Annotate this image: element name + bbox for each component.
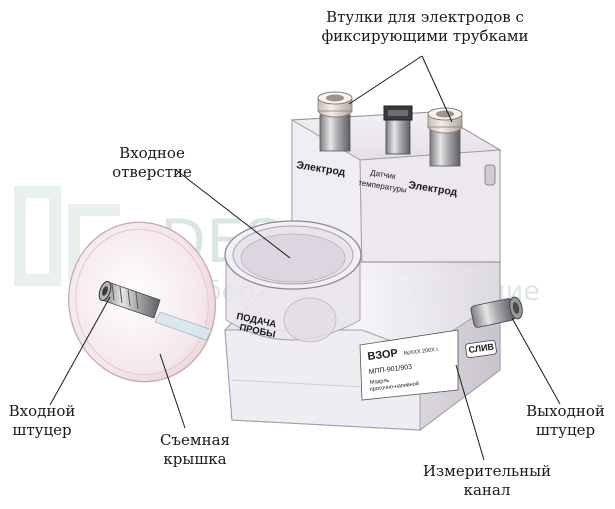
callout-bushings-line1: Втулки для электродов с (326, 8, 524, 26)
callout-outlet-fitting-line1: Выходной (526, 402, 605, 420)
label-drain: СЛИВ (468, 341, 495, 355)
callout-inlet-fitting-line2: штуцер (12, 421, 72, 439)
leader-outlet-fitting (511, 317, 561, 405)
temperature-sensor (383, 105, 413, 155)
plate-desc1: Модуль (370, 378, 390, 386)
callout-outlet-fitting: Выходной штуцер (518, 402, 613, 440)
callout-inlet-hole: Входное отверстие (102, 144, 202, 182)
plate-serial: №XXX 200X г. (404, 347, 441, 357)
callout-inlet-fitting-line1: Входной (8, 402, 76, 420)
leader-measuring-channel (455, 364, 485, 461)
leader-removable-cover (159, 353, 186, 429)
callout-inlet-hole-line1: Входное (119, 144, 185, 162)
callout-measuring-channel-line2: канал (463, 481, 511, 499)
callout-inlet-hole-line2: отверстие (112, 163, 192, 181)
callout-removable-cover-line2: крышка (163, 450, 227, 468)
callout-measuring-channel: Измерительный канал (412, 462, 562, 500)
bushing-right (427, 107, 463, 167)
callout-bushings-line2: фиксирующими трубками (321, 27, 529, 45)
outlet-fitting (470, 296, 523, 328)
callout-removable-cover-line1: Съемная (160, 431, 230, 449)
drain-tag: СЛИВ (465, 339, 497, 359)
leader-inlet-hole (175, 169, 291, 259)
bushing-left (317, 91, 353, 152)
callout-measuring-channel-line1: Измерительный (422, 462, 552, 480)
nameplate: ВЗОР №XXX 200X г. МПП-901/903 Модуль про… (359, 329, 459, 401)
inlet-bowl (224, 220, 362, 343)
leader-inlet-fitting (49, 296, 111, 406)
plate-brand: ВЗОР (367, 347, 399, 363)
leader-lines (49, 55, 561, 461)
inlet-fitting (98, 280, 161, 319)
callout-inlet-fitting: Входной штуцер (0, 402, 84, 440)
callout-bushings: Втулки для электродов с фиксирующими тру… (300, 8, 550, 46)
leader-bushing-left (348, 55, 423, 105)
label-sensor-line1: Датчик (370, 168, 397, 181)
callout-outlet-fitting-line2: штуцер (535, 421, 596, 439)
callout-removable-cover: Съемная крышка (140, 431, 250, 469)
leader-bushing-right (421, 55, 453, 123)
